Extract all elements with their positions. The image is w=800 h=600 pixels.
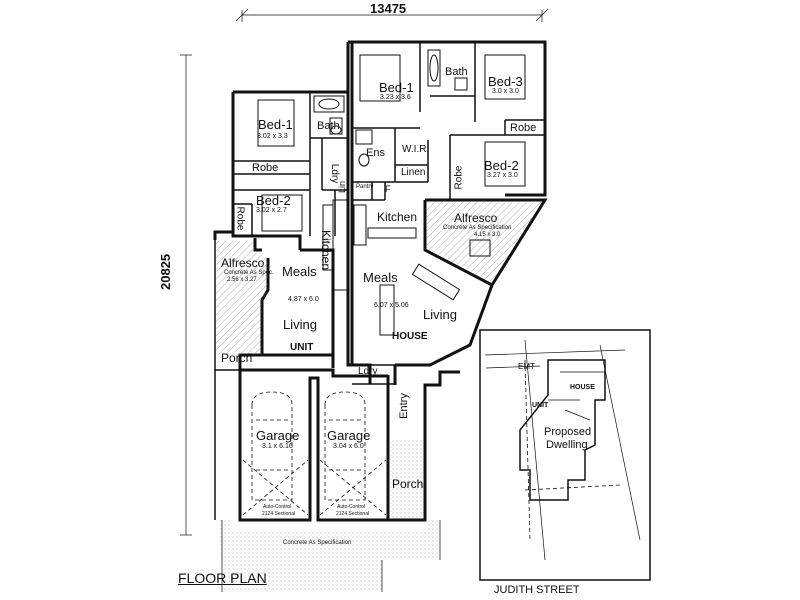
house-bed2-bed <box>484 141 526 187</box>
unit-kitchen-label: Kitchen <box>319 229 334 271</box>
house-bed1-size: 3.23 x 3.6 <box>380 94 411 101</box>
house-linen-label: Linen <box>401 167 426 178</box>
unit-meals-label: Meals <box>282 264 317 279</box>
overall-width-dimension <box>235 8 549 22</box>
house-bed3-bed <box>484 54 526 100</box>
house-ldry-label: Ldry <box>358 366 378 377</box>
house-sofa <box>411 263 461 301</box>
house-garage-door-line1: Auto-Control <box>337 504 366 510</box>
overall-width-label: 13475 <box>370 1 407 16</box>
house-garage-car <box>324 391 366 501</box>
unit-garage-door-line2: 2124 Sectional <box>262 511 296 517</box>
house-garage-door-line2: 2124 Sectional <box>336 511 370 517</box>
alfresco-table <box>469 239 491 257</box>
site-street-label: JUDITH STREET <box>494 584 580 596</box>
house-garage-label: Garage <box>327 428 371 443</box>
house-living-label: Living <box>423 307 457 322</box>
site-unit-label: UNIT <box>532 402 549 409</box>
house-bath-fixtures <box>355 49 468 167</box>
house-bed1-bed <box>359 54 401 102</box>
house-fridge-label: F <box>385 184 391 194</box>
house-porch-area <box>390 440 423 518</box>
house-meals-table <box>379 284 395 336</box>
unit-alfresco-note: Concrete As Spec. <box>224 270 274 276</box>
house-bed3-size: 3.0 x 3.0 <box>492 88 519 95</box>
house-label: HOUSE <box>392 331 428 342</box>
house-bed2-label: Bed-2 <box>484 158 519 173</box>
floor-plan-title: FLOOR PLAN <box>178 570 267 586</box>
house-alfresco-size: 4.15 x 3.0 <box>474 232 501 238</box>
unit-interior-walls <box>233 92 350 291</box>
unit-bed2-bed <box>261 194 303 232</box>
house-bed3-label: Bed-3 <box>488 74 523 89</box>
house-bed2-size: 3.27 x 3.0 <box>487 172 518 179</box>
unit-bath-label: Bath <box>317 120 340 132</box>
unit-garage-door-line1: Auto-Control <box>263 504 292 510</box>
front-concrete-apron <box>220 520 440 592</box>
unit-bed1-size: 3.02 x 3.3 <box>257 133 288 140</box>
unit-bed2-label: Bed-2 <box>256 193 291 208</box>
unit-lin-label: Lin <box>337 180 348 194</box>
site-house-label: HOUSE <box>570 384 595 391</box>
site-proposed-line1: Proposed <box>544 426 592 438</box>
unit-robe1-label: Robe <box>252 162 279 174</box>
site-proposed-line2: Dwelling <box>546 439 588 451</box>
unit-bed1-label: Bed-1 <box>258 117 293 132</box>
house-interior-walls <box>352 42 545 385</box>
unit-robe2-label: Robe <box>234 206 246 231</box>
unit-alfresco-area <box>216 241 268 355</box>
unit-garage-label: Garage <box>256 428 300 443</box>
house-garage-size: 3.04 x 6.0 <box>333 443 364 450</box>
unit-bed2-size: 3.02 x 2.7 <box>256 207 287 214</box>
house-kitchen-label: Kitchen <box>377 210 418 224</box>
front-concrete-note: Concrete As Specification <box>283 540 352 546</box>
unit-garage-car <box>251 391 293 501</box>
house-alfresco-note: Concrete As Specification <box>443 225 512 231</box>
unit-garage-size: 3.1 x 6.16 <box>262 443 293 450</box>
house-meals-label: Meals <box>363 270 398 285</box>
unit-bath-fixtures <box>313 95 345 135</box>
house-wir-label: W.I.R. <box>402 144 430 155</box>
house-pantry-label: Pantry <box>356 184 374 190</box>
house-robe2-label: Robe <box>453 165 465 190</box>
unit-bed1-bed <box>257 99 295 147</box>
house-entry-label: Entry <box>397 393 410 419</box>
unit-alfresco-size: 2.56 x 3.27 <box>227 277 257 283</box>
site-emt-label: EMT <box>518 362 535 371</box>
house-alfresco-area <box>427 202 542 282</box>
site-plan-inset <box>479 329 651 581</box>
unit-label: UNIT <box>290 342 314 353</box>
house-robe3-label: Robe <box>510 122 537 134</box>
unit-alfresco-label: Alfresco <box>221 256 265 270</box>
house-porch-label: Porch <box>392 477 424 491</box>
garage-door-lines <box>242 459 387 516</box>
overall-depth-dimension <box>180 54 192 536</box>
house-meals-size: 6.07 x 5.06 <box>374 302 409 309</box>
unit-living-size: 4.87 x 6.0 <box>288 296 319 303</box>
house-bath-label: Bath <box>445 66 468 78</box>
house-ens-label: Ens <box>366 147 385 159</box>
unit-living-label: Living <box>283 317 317 332</box>
unit-porch-label: Porch <box>221 351 253 365</box>
house-alfresco-label: Alfresco <box>454 211 498 225</box>
house-bed1-label: Bed-1 <box>379 80 414 95</box>
apron-edge <box>221 520 441 592</box>
overall-depth-label: 20825 <box>158 253 173 290</box>
